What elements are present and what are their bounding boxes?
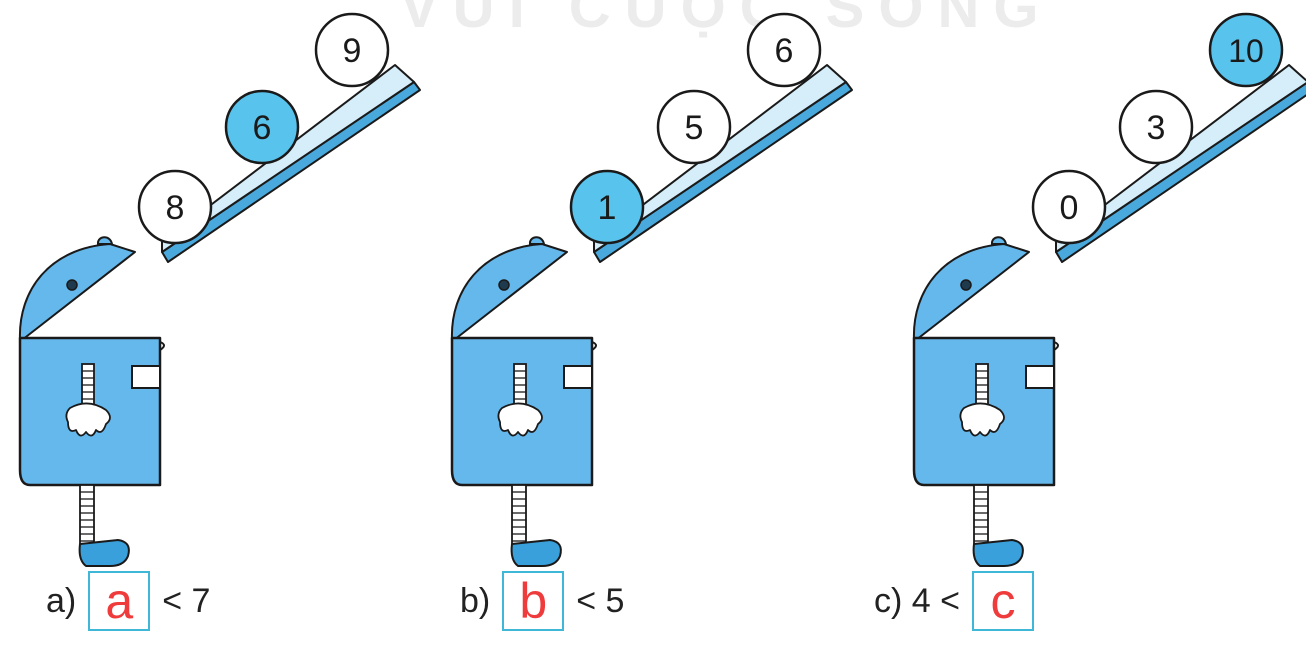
caption-a-prefix: a) bbox=[46, 581, 77, 620]
robot-eye-icon bbox=[960, 279, 972, 291]
caption-b-suffix: < 5 bbox=[576, 581, 625, 620]
panel-a: 8 6 9 bbox=[18, 12, 421, 567]
ramp-top bbox=[593, 64, 847, 253]
ball-circle bbox=[137, 169, 213, 245]
ball-circle bbox=[656, 89, 732, 165]
ball-c-2: 3 bbox=[1118, 89, 1194, 165]
robot-nose bbox=[1053, 341, 1059, 351]
ball-circle bbox=[569, 169, 645, 245]
ball-c-3: 10 bbox=[1208, 12, 1284, 88]
robot-antenna bbox=[529, 236, 546, 245]
caption-a: a) a < 7 bbox=[46, 570, 210, 632]
robot-eye-icon bbox=[66, 279, 78, 291]
ball-label: 8 bbox=[166, 189, 185, 227]
panel-b: 1 5 6 bbox=[450, 12, 853, 567]
robot-head bbox=[912, 243, 1030, 341]
ball-a-3: 9 bbox=[314, 12, 390, 88]
ball-b-2: 5 bbox=[656, 89, 732, 165]
ball-label: 9 bbox=[343, 32, 362, 70]
caption-b: b) b < 5 bbox=[460, 570, 624, 632]
robot-leg bbox=[79, 484, 95, 546]
answer-box-a[interactable]: a bbox=[88, 571, 151, 631]
robot-slot bbox=[563, 365, 593, 389]
caption-a-suffix: < 7 bbox=[162, 581, 211, 620]
caption-b-prefix: b) bbox=[460, 581, 491, 620]
robot-hand-icon bbox=[65, 402, 111, 437]
ball-circle bbox=[1031, 169, 1107, 245]
caption-c: c) 4 < c bbox=[874, 570, 1046, 632]
ball-circle bbox=[746, 12, 822, 88]
ball-label: 6 bbox=[775, 32, 794, 70]
robot-leg bbox=[973, 484, 989, 546]
robot-antenna bbox=[97, 236, 114, 245]
ball-circle bbox=[1118, 89, 1194, 165]
robot-eye-icon bbox=[498, 279, 510, 291]
watermark: VUI CUỘC SỐNG bbox=[400, 0, 1053, 40]
caption-c-prefix: c) 4 < bbox=[874, 581, 960, 620]
robot-foot bbox=[972, 539, 1024, 567]
robot-leg bbox=[511, 484, 527, 546]
ball-label: 1 bbox=[598, 189, 617, 227]
robot-hand-icon bbox=[959, 402, 1005, 437]
robot-nose bbox=[591, 341, 597, 351]
robot-foot bbox=[78, 539, 130, 567]
robot-head bbox=[450, 243, 568, 341]
ball-label: 0 bbox=[1060, 189, 1079, 227]
ball-c-1: 0 bbox=[1031, 169, 1107, 245]
ball-circle bbox=[314, 12, 390, 88]
answer-box-b[interactable]: b bbox=[502, 571, 565, 631]
ball-label: 10 bbox=[1228, 33, 1264, 69]
ball-label: 6 bbox=[253, 109, 272, 147]
panel-c: 0 3 10 bbox=[912, 12, 1306, 567]
ball-circle bbox=[224, 89, 300, 165]
robot-slot bbox=[131, 365, 161, 389]
ball-b-1: 1 bbox=[569, 169, 645, 245]
ramp-top bbox=[1055, 64, 1306, 253]
ball-a-2: 6 bbox=[224, 89, 300, 165]
ball-circle bbox=[1208, 12, 1284, 88]
robot-antenna bbox=[991, 236, 1008, 245]
answer-box-c[interactable]: c bbox=[971, 571, 1034, 631]
robot-nose bbox=[159, 341, 165, 351]
robot-head bbox=[18, 243, 136, 341]
ball-a-1: 8 bbox=[137, 169, 213, 245]
robot-foot bbox=[510, 539, 562, 567]
ball-label: 3 bbox=[1147, 109, 1166, 147]
ball-b-3: 6 bbox=[746, 12, 822, 88]
ramp-top bbox=[161, 64, 415, 253]
robot-slot bbox=[1025, 365, 1055, 389]
ball-label: 5 bbox=[685, 109, 704, 147]
robot-hand-icon bbox=[497, 402, 543, 437]
